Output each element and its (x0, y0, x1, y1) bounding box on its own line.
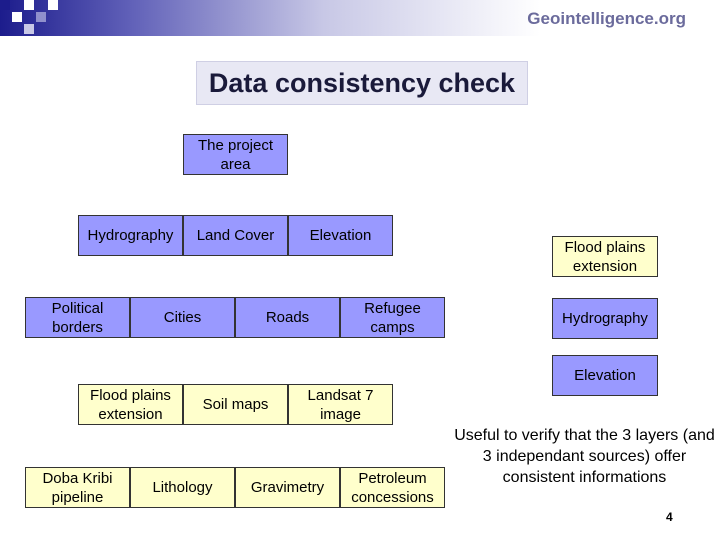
site-name: Geointelligence.org (527, 9, 686, 28)
box-flood-plains: Flood plains extension (78, 384, 183, 425)
page-number: 4 (666, 510, 673, 524)
box-hydrography: Hydrography (78, 215, 183, 256)
selected-hydrography: Hydrography (552, 298, 658, 339)
consistency-note: Useful to verify that the 3 layers (and … (454, 427, 715, 486)
header-banner (0, 0, 720, 36)
box-lithology: Lithology (130, 467, 235, 508)
box-cities: Cities (130, 297, 235, 338)
box-doba-kribi: Doba Kribi pipeline (25, 467, 130, 508)
box-political-borders: Political borders (25, 297, 130, 338)
slide-title: Data consistency check (196, 61, 528, 105)
decorative-squares (0, 0, 60, 48)
box-landsat: Landsat 7 image (288, 384, 393, 425)
box-petroleum: Petroleum concessions (340, 467, 445, 508)
box-land-cover: Land Cover (183, 215, 288, 256)
box-gravimetry: Gravimetry (235, 467, 340, 508)
selected-flood-plains: Flood plains extension (552, 236, 658, 277)
selected-elevation: Elevation (552, 355, 658, 396)
box-soil-maps: Soil maps (183, 384, 288, 425)
box-roads: Roads (235, 297, 340, 338)
box-project-area: The project area (183, 134, 288, 175)
box-elevation: Elevation (288, 215, 393, 256)
box-refugee-camps: Refugee camps (340, 297, 445, 338)
